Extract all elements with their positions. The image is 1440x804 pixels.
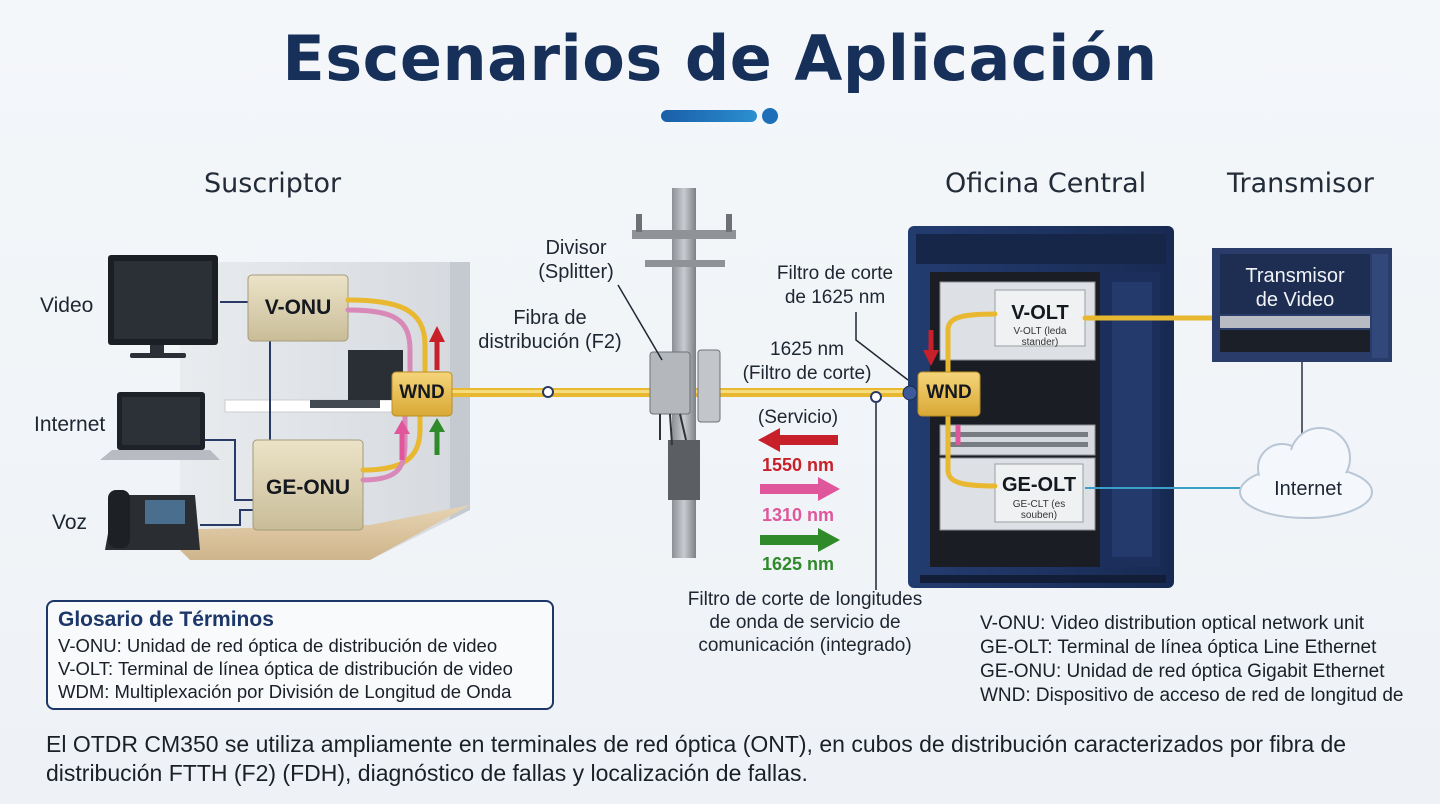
video-transmitter-label: Transmisor de Video [1245,265,1345,311]
footer-description: El OTDR CM350 se utiliza ampliamente en … [46,731,1347,786]
internet-cloud-icon [1239,427,1373,519]
central-wnd-label: WND [926,382,972,403]
glossary-item: WDM: Multiplexación por División de Long… [58,681,512,702]
glossary-item: V-OLT: Terminal de línea óptica de distr… [58,658,513,679]
house-direction-arrows [394,326,445,460]
subscriber-wnd-label: WND [399,382,445,403]
ge-olt-sublabel: GE-CLT (es souben) [1012,499,1066,521]
v-olt-sublabel: V-OLT (leda stander) [1013,326,1067,348]
definition-item: WND: Dispositivo de acceso de red de lon… [980,685,1404,706]
subscriber-wnd-box [391,371,453,417]
diagram-canvas [100,188,1392,590]
laptop-icon [100,392,220,460]
glossary-item: V-ONU: Unidad de red óptica de distribuc… [58,635,498,656]
monitor-icon [108,255,218,358]
wavelength-1625-label: 1625 nm [762,554,835,574]
service-label: (Servicio) [757,407,839,428]
wavelength-1310-label: 1310 nm [762,505,835,525]
definition-item: GE-OLT: Terminal de línea óptica Line Et… [980,637,1377,658]
internet-cloud-label: Internet [1274,478,1342,500]
section-transmitter: Transmisor [1227,168,1374,199]
wavelength-1550-label: 1550 nm [762,455,835,475]
glossary-title: Glosario de Términos [58,608,274,631]
v-onu-label: V-ONU [264,296,332,319]
ge-onu-box [252,439,364,531]
cutoff-filter-label: Filtro de corte de 1625 nm [776,263,894,308]
central-wnd-box [917,371,981,417]
definition-item: GE-ONU: Unidad de red óptica Gigabit Eth… [980,661,1385,682]
ge-olt-label: GE-OLT [1001,474,1077,496]
filter-marker-icon [870,391,882,403]
definitions-list: V-ONU: Video distribution optical networ… [980,612,1404,708]
distribution-fiber-label: Fibra de distribución (F2) [478,307,622,353]
splitter-label: Divisor (Splitter) [538,237,614,283]
inline-filter-label: 1625 nm (Filtro de corte) [742,339,872,384]
label-voice: Voz [52,511,88,534]
section-subscriber: Suscriptor [204,168,342,199]
glossary-box: Glosario de Términos V-ONU: Unidad de re… [46,600,554,710]
title-underline [661,108,778,124]
ge-onu-label: GE-ONU [266,476,350,499]
v-olt-label: V-OLT [1011,302,1069,324]
definition-item: V-ONU: Video distribution optical networ… [980,613,1365,634]
label-internet: Internet [34,413,106,436]
page-title: Escenarios de Aplicación [282,22,1158,95]
fiber-marker-icon [542,386,554,398]
label-video: Video [40,294,94,317]
section-central-office: Oficina Central [945,168,1147,199]
video-transmitter-box [1212,248,1392,362]
integrated-filter-label: Filtro de corte de longitudes de onda de… [687,589,923,656]
phone-icon [105,490,200,550]
wavelength-arrows [758,428,840,552]
splitter-box [649,349,721,446]
